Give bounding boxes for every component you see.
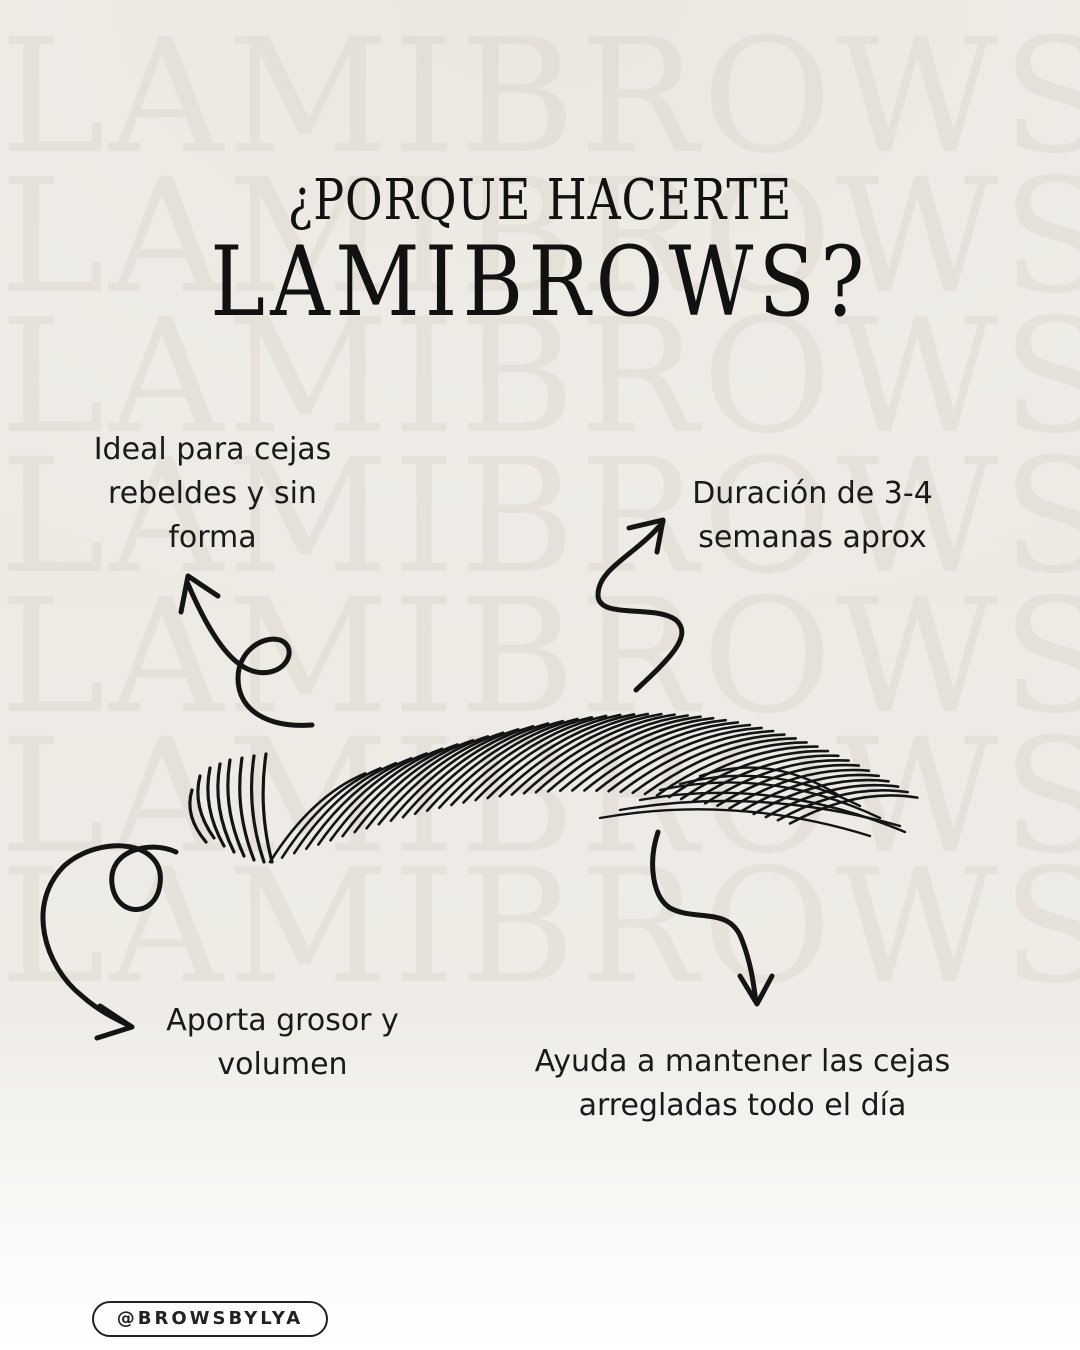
social-handle-badge: @BROWSBYLYA [92,1301,328,1337]
eyebrow-hair-stroke [598,808,872,838]
benefit-text: forma [168,520,257,555]
eyebrow-hair-stroke [698,766,842,798]
watermark-line: LAMIBROWS [0,705,1080,889]
eyebrow-hair-stroke [305,757,413,851]
benefit-text: semanas aprox [698,520,927,555]
eyebrow-hair-stroke [425,719,565,812]
eyebrow-hair-stroke [329,747,444,842]
benefit-text: Ayuda a mantener las cejas [534,1044,951,1079]
benefit-text: arregladas todo el día [578,1088,907,1123]
watermark-line: LAMIBROWS [0,5,1080,189]
eyebrow-hair-stroke [510,712,663,796]
eyebrow-hair-stroke [280,766,382,859]
eyebrow-hair-stroke [522,713,676,795]
eyebrow-hair-stroke [571,718,727,792]
eyebrow-hair-stroke [658,781,882,820]
eyebrow-hair-stroke [216,762,236,854]
eyebrow-hair-stroke [788,794,919,825]
benefit-text: Aporta grosor y [166,1003,399,1038]
watermark-line: LAMIBROWS [0,425,1080,609]
eyebrow-hair-stroke [413,722,550,816]
watermark-line: LAMIBROWS [0,145,1080,329]
watermark: LAMIBROWS LAMIBROWS LAMIBROWS LAMIBROWS … [0,5,1080,1000]
eyebrow-hair-stroke [631,733,786,795]
eyebrow-hair-stroke [474,713,622,802]
page-title-line2: LAMIBROWS? [210,226,870,338]
eyebrow-hair-stroke [558,716,715,793]
eyebrow-hair-stroke [188,788,208,844]
eyebrow-hair-stroke [583,721,740,792]
eyebrow-hair-stroke [365,735,490,830]
benefit-text: rebeldes y sin [108,476,317,511]
benefit-aporta-label: Aporta grosor y volumen [150,999,415,1087]
eyebrow-hair-stroke [595,723,752,792]
eyebrow-hair-stroke [261,752,274,864]
eyebrow-hair-stroke [438,717,579,809]
eyebrow-illustration [188,712,919,864]
eyebrow-hair-stroke [618,799,902,828]
watermark-line: LAMIBROWS [0,285,1080,469]
eyebrow-hair-stroke [450,716,594,807]
benefit-ideal-label: Ideal para cejas rebeldes y sin forma [60,428,365,560]
eyebrow-hair-stroke [226,758,246,858]
curly-arrow-icon [178,573,315,728]
curly-arrow-icon [40,843,179,1041]
eyebrow-hair-stroke [655,741,808,797]
benefit-text: Ideal para cejas [93,432,332,467]
curly-arrow-icon [595,517,685,693]
benefit-ayuda-label: Ayuda a mantener las cejas arregladas to… [500,1040,985,1128]
eyebrow-hair-stroke [462,714,608,804]
eyebrow-hair-stroke [776,789,910,822]
eyebrow-hair-stroke [389,728,520,822]
eyebrow-hair-stroke [317,752,428,846]
eyebrow-hair-stroke [546,715,702,793]
eyebrow-hair-stroke [607,726,763,793]
eyebrow-hair-stroke [534,714,689,794]
eyebrow-hair-stroke [679,749,830,801]
eyebrow-hair-stroke [353,739,475,834]
eyebrow-hair-stroke [196,774,216,840]
eyebrow-hair-stroke [764,783,900,819]
eyebrow-hair-stroke [643,737,797,796]
eyebrow-hair-stroke [238,756,256,862]
benefit-text: volumen [217,1047,348,1082]
curly-arrow-icon [650,829,775,1007]
eyebrow-hair-stroke [341,743,459,838]
benefit-text: Duración de 3-4 [692,476,933,511]
eyebrow-hair-stroke [206,766,226,848]
eyebrow-hair-stroke [292,761,398,855]
eyebrow-hair-stroke [377,731,505,826]
page-title-line1: ¿PORQUE HACERTE [287,168,793,233]
eyebrow-hair-stroke [486,713,636,800]
watermark-line: LAMIBROWS [0,835,1080,1000]
eyebrow-hair-stroke [401,725,535,819]
eyebrow-hair-stroke [249,754,266,864]
eyebrow-hair-stroke [268,772,367,864]
benefit-duracion-label: Duración de 3-4 semanas aprox [660,472,965,560]
eyebrow-hair-stroke [692,754,840,803]
eyebrow-hair-stroke [619,729,775,794]
eyebrow-hair-stroke [498,712,650,798]
